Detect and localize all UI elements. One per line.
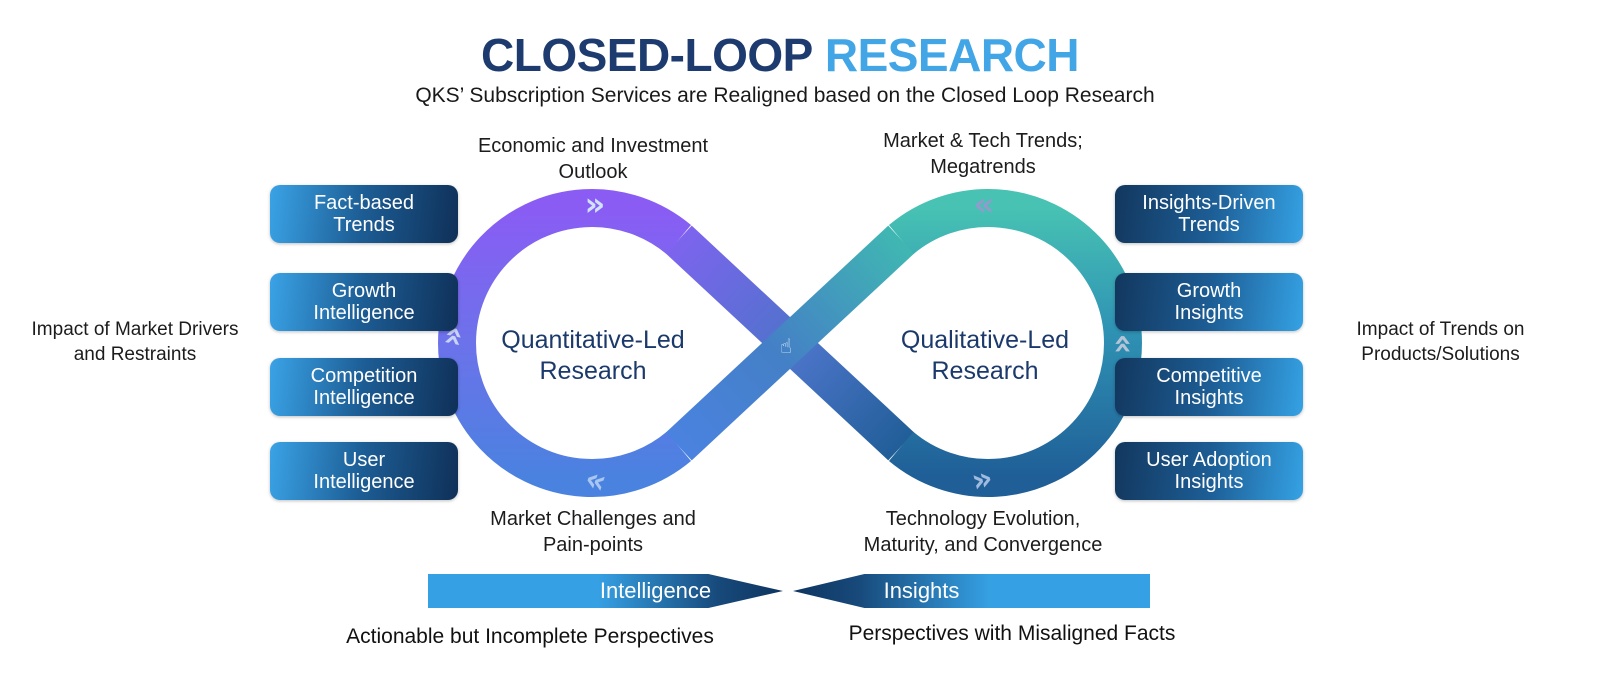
qualitative-led-research-title: Qualitative-Led Research <box>900 326 1070 386</box>
flow-chevron-top-left-loop-icon: » <box>585 185 606 223</box>
box-growth-intelligence: Growth Intelligence <box>270 273 458 331</box>
box-competitive-insights: Competitive Insights <box>1115 358 1303 416</box>
page-title-light-part: RESEARCH <box>824 29 1080 81</box>
page-title-dark-part: CLOSED-LOOP <box>481 29 813 81</box>
market-challenges-label: Market Challenges and Pain-points <box>490 508 696 556</box>
flow-chevron-top-right-loop-icon: « <box>974 185 995 223</box>
left-impact-label: Impact of Market Drivers and Restraints <box>31 319 239 365</box>
technology-evolution-label: Technology Evolution, Maturity, and Conv… <box>863 508 1103 556</box>
center-pointer-icon: ☝ <box>780 334 792 358</box>
economic-investment-outlook-label: Economic and Investment Outlook <box>477 135 709 183</box>
box-insights-driven-trends: Insights-Driven Trends <box>1115 185 1303 243</box>
flow-chevron-right-side-icon: » <box>1102 334 1140 355</box>
insights-arrow: Insights <box>793 574 1150 608</box>
quantitative-led-research-title: Quantitative-Led Research <box>501 326 685 386</box>
box-competition-intelligence: Competition Intelligence <box>270 358 458 416</box>
box-user-intelligence: User Intelligence <box>270 442 458 500</box>
box-user-adoption-insights: User Adoption Insights <box>1115 442 1303 500</box>
page-subtitle: QKS’ Subscription Services are Realigned… <box>415 84 1155 107</box>
insights-arrow-label: Insights <box>883 578 960 603</box>
right-impact-label: Impact of Trends on Products/Solutions <box>1356 319 1525 365</box>
right-caption: Perspectives with Misaligned Facts <box>848 622 1176 645</box>
right-loop-arc <box>889 189 1142 497</box>
loop-cross-segment-down-left <box>665 225 915 461</box>
left-loop-arc <box>438 189 691 497</box>
intelligence-arrow: Intelligence <box>428 574 783 608</box>
box-fact-based-trends: Fact-based Trends <box>270 185 458 243</box>
box-growth-insights: Growth Insights <box>1115 273 1303 331</box>
intelligence-arrow-label: Intelligence <box>599 578 712 603</box>
market-tech-trends-label: Market & Tech Trends; Megatrends <box>883 130 1083 178</box>
left-caption: Actionable but Incomplete Perspectives <box>346 625 714 648</box>
